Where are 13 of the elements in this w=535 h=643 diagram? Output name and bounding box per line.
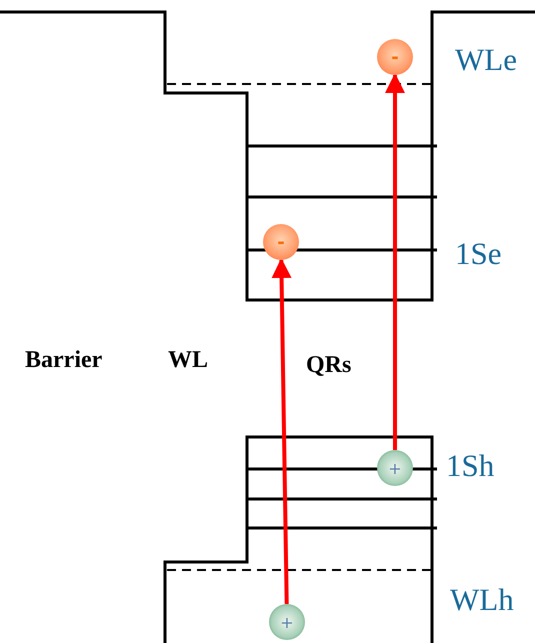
region-label: Barrier xyxy=(25,348,102,372)
region-label: WL xyxy=(168,348,208,372)
transition-arrow xyxy=(272,258,292,604)
hole-circle: + xyxy=(377,450,413,486)
hole-circle: + xyxy=(269,604,305,640)
electron-circle: - xyxy=(263,224,299,260)
level-label: 1Se xyxy=(455,238,502,269)
level-label: WLe xyxy=(455,44,517,75)
level-label: 1Sh xyxy=(446,450,494,481)
level-label: WLh xyxy=(450,584,514,615)
transition-arrow xyxy=(385,73,405,450)
region-label: QRs xyxy=(306,353,352,377)
electron-circle: - xyxy=(377,39,413,75)
